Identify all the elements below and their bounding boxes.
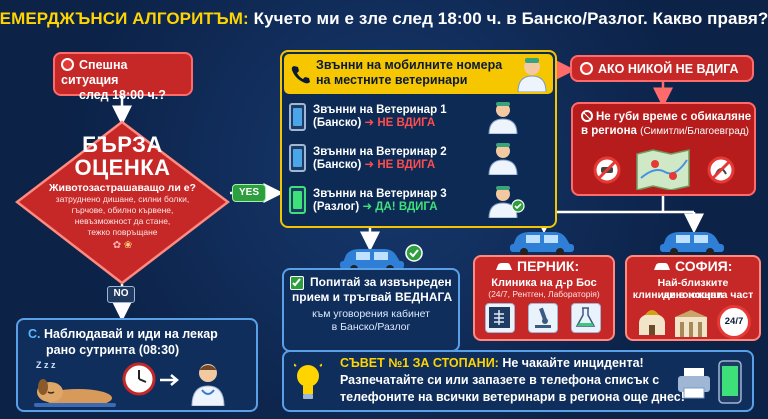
title-highlight: ЕМЕРДЖЪНСИ АЛГОРИТЪМ:: [0, 9, 249, 28]
no-label: NO: [107, 286, 135, 303]
car-small-icon: [654, 263, 670, 270]
car-icon: [660, 232, 724, 256]
nobody-answers-text: АКО НИКОЙ НЕ ВДИГА: [598, 62, 739, 76]
lightbulb-icon: [294, 362, 322, 399]
vet-3-name: Звънни на Ветеринар 3: [313, 188, 447, 200]
call-header-line2: на местните ветеринари: [316, 73, 468, 87]
vet-1-name: Звънни на Ветеринар 1: [313, 104, 447, 116]
assessment-symptoms-2: гърчове, обилно кървене,: [71, 205, 174, 215]
xray-icon: [485, 303, 515, 333]
urgent-line1: Спешна ситуация: [61, 58, 128, 87]
cathedral-icon: [639, 310, 665, 335]
vet-2-place: (Банско): [313, 159, 362, 171]
pernik-line2: (24/7, Рентген, Лабораторія): [488, 289, 600, 299]
page-title: ЕМЕРДЖЪНСИ АЛГОРИТЪМ: Кучето ми е зле сл…: [0, 9, 768, 29]
vet-2-status: НЕ ВДИГА: [377, 159, 436, 171]
no-wander-line2: в региона: [581, 125, 637, 137]
vet-row-3: Звънни на Ветеринар 3 (Разлог) ➜ ДА! ВДИ…: [313, 188, 447, 213]
sofia-line2: клиники в южната част: [632, 289, 754, 301]
assessment-question: Животозастрашаващо ли е?: [49, 182, 196, 194]
red-dot-icon: [61, 58, 74, 71]
printer-icon: [678, 368, 710, 399]
phone-handset-icon: [291, 66, 310, 84]
doctor-available-icon: [488, 186, 525, 218]
car-small-icon: [496, 263, 512, 270]
doctor-icon: [488, 102, 518, 134]
building-icon: [675, 310, 707, 337]
assessment-title-2: ОЦЕНКА: [74, 155, 171, 180]
pernik-clinic-box: ПЕРНИК: Клиника на д-р Бос (24/7, Рентге…: [473, 255, 615, 341]
arrow-right-icon: [160, 374, 179, 386]
doctor-icon: [191, 364, 225, 406]
vet-row-2: Звънни на Ветеринар 2 (Банско) ➜ НЕ ВДИГ…: [313, 146, 447, 171]
vet-3-place: (Разлог): [313, 201, 360, 213]
assessment-diamond-shape: [15, 120, 230, 285]
sofia-line1: Най-близките денонощни: [657, 277, 729, 301]
phone-icon: [289, 144, 306, 172]
owner-tip-box: СЪВЕТ №1 ЗА СТОПАНИ: Не чакайте инцидент…: [282, 350, 754, 412]
tip-highlight: СЪВЕТ №1 ЗА СТОПАНИ:: [340, 356, 499, 370]
no-wandering-icon: [707, 156, 735, 184]
car-icon: [340, 244, 423, 273]
lungs-icon: ✿: [112, 240, 122, 251]
sleep-zzz: Z z z: [36, 360, 56, 370]
no-wander-line2b: (Симитли/Благоевград): [640, 126, 749, 137]
vet-1-status: НЕ ВДИГА: [377, 117, 436, 129]
sofia-title: СОФИЯ:: [675, 258, 733, 274]
vet-1-place: (Банско): [313, 117, 362, 129]
vet-3-status: ДА! ВДИГА: [375, 201, 438, 213]
smartphone-icon: [718, 360, 742, 404]
morning-prefix: С.: [28, 327, 41, 341]
forbidden-icon: [581, 110, 593, 122]
pernik-title: ПЕРНИК:: [517, 258, 580, 274]
assessment-symptoms-1: затруднено дишане, силни болки,: [55, 194, 190, 204]
tip-rest: Не чакайте инцидента!: [502, 356, 644, 370]
urgent-situation-box: Спешна ситуация след 18:00 ч.?: [53, 52, 193, 102]
assessment-content: БЪРЗА ОЦЕНКА Животозастрашаващо ли е? за…: [15, 133, 230, 251]
no-wander-box: Не губи време с обикаляне в региона (Сим…: [571, 102, 756, 196]
microscope-icon: [528, 303, 558, 333]
checkbox-checked-icon: [290, 276, 304, 290]
car-icon: [510, 232, 574, 256]
nobody-answers-box: АКО НИКОЙ НЕ ВДИГА: [570, 55, 754, 82]
tip-line3: телефоните на всички ветеринари в регион…: [340, 390, 685, 404]
sofia-clinics-box: СОФИЯ: Най-близките денонощни клиники в …: [625, 255, 761, 341]
ask-emergency-box: Попитай за извънреден прием и тръгвай ВЕ…: [282, 268, 460, 352]
ask-line2: прием и тръгвай ВЕДНАГА: [292, 290, 453, 304]
urgent-line2: след 18:00 ч.?: [79, 88, 166, 102]
ask-line3: към уговорения кабинет: [312, 308, 430, 320]
red-dot-icon: [580, 62, 593, 75]
assessment-symptoms-3: невъзможност да стане,: [74, 216, 171, 226]
vet-row-1: Звънни на Ветеринар 1 (Банско) ➜ НЕ ВДИГ…: [313, 104, 447, 129]
title-rest: Кучето ми е зле след 18:00 ч. в Банско/Р…: [253, 9, 768, 28]
phone-icon: [289, 186, 306, 214]
sofia-badge-text: 24/7: [724, 316, 744, 327]
morning-line1: Наблюдавай и иди на лекар: [43, 327, 218, 341]
doctor-icon: [517, 58, 547, 92]
ask-line1: Попитай за извънреден: [310, 275, 452, 289]
lab-flask-icon: [571, 303, 601, 333]
assessment-title-1: БЪРЗА: [82, 132, 163, 157]
clock-24-7-icon: 24/7: [717, 305, 751, 339]
no-driving-icon: [593, 156, 621, 184]
observe-morning-box: С. Наблюдавай и иди на лекар рано сутрин…: [16, 318, 258, 412]
phone-icon: [289, 103, 306, 131]
tip-line2: Разпечатайте си или запазете в телефона …: [340, 373, 660, 387]
doctor-icon: [488, 143, 518, 175]
sleeping-dog-icon: [34, 379, 116, 407]
no-wander-line1: Не губи време с обикаляне: [596, 111, 752, 123]
yes-label: YES: [232, 184, 266, 202]
pernik-line1: Клиника на д-р Бос: [491, 277, 597, 289]
vet-2-name: Звънни на Ветеринар 2: [313, 146, 447, 158]
call-vets-header: Звънни на мобилните номера на местните в…: [284, 54, 553, 94]
call-header-line1: Звънни на мобилните номера: [316, 58, 503, 72]
map-icon: [636, 149, 690, 190]
morning-line2: рано сутринта (08:30): [46, 343, 180, 357]
clock-icon: [122, 362, 156, 396]
ask-line4: в Банско/Разлог: [331, 321, 411, 333]
header: ЕМЕРДЖЪНСИ АЛГОРИТЪМ: Кучето ми е зле сл…: [0, 0, 768, 38]
assessment-symptoms-4: тежко повръщане: [87, 227, 158, 237]
paw-icon: ❀: [123, 240, 133, 251]
